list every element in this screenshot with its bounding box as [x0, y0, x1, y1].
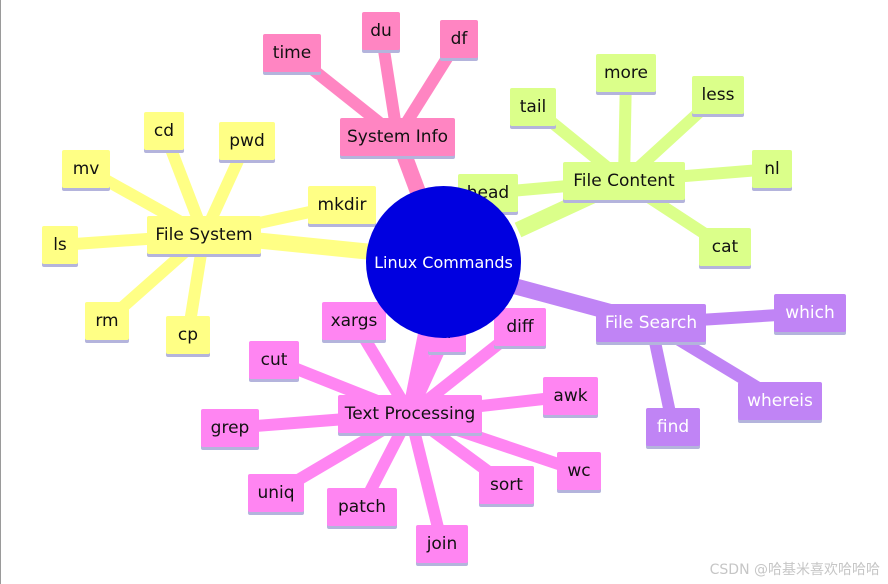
branch-node-text-processing: Text Processing: [338, 395, 482, 433]
root-node: Linux Commands: [366, 186, 521, 338]
frame-border: [0, 0, 1, 584]
leaf-node-cp: cp: [166, 316, 210, 354]
leaf-node-diff: diff: [494, 308, 546, 346]
leaf-node-du: du: [362, 12, 400, 50]
branch-node-system-info: System Info: [340, 118, 455, 156]
link-text-processing-join: [404, 412, 448, 546]
leaf-node-mkdir: mkdir: [308, 186, 376, 224]
watermark: CSDN @哈基米喜欢哈哈哈: [709, 562, 880, 578]
leaf-node-join: join: [416, 525, 468, 563]
leaf-node-time: time: [263, 34, 321, 72]
leaf-node-mv: mv: [62, 150, 110, 188]
leaf-node-df: df: [440, 20, 478, 58]
branch-node-file-search: File Search: [596, 304, 706, 342]
leaf-node-patch: patch: [327, 488, 397, 526]
leaf-node-which: which: [774, 294, 846, 332]
leaf-node-sort: sort: [479, 466, 534, 504]
leaf-node-awk: awk: [543, 377, 598, 415]
leaf-node-wc: wc: [557, 452, 601, 490]
leaf-node-cd: cd: [144, 112, 184, 150]
leaf-node-whereis: whereis: [738, 382, 822, 420]
leaf-node-cat: cat: [699, 228, 751, 266]
leaf-node-uniq: uniq: [248, 474, 304, 512]
leaf-node-ls: ls: [42, 226, 78, 264]
leaf-node-tail: tail: [510, 88, 556, 126]
leaf-node-less: less: [692, 76, 744, 114]
leaf-node-pwd: pwd: [219, 122, 275, 160]
leaf-node-grep: grep: [201, 409, 259, 447]
leaf-node-cut: cut: [249, 341, 299, 379]
leaf-node-more: more: [596, 54, 656, 92]
leaf-node-xargs: xargs: [322, 302, 386, 340]
leaf-node-find: find: [646, 408, 700, 446]
leaf-node-rm: rm: [85, 302, 129, 340]
branch-node-file-content: File Content: [563, 162, 685, 200]
leaf-node-nl: nl: [752, 150, 792, 188]
branch-node-file-system: File System: [147, 216, 261, 254]
